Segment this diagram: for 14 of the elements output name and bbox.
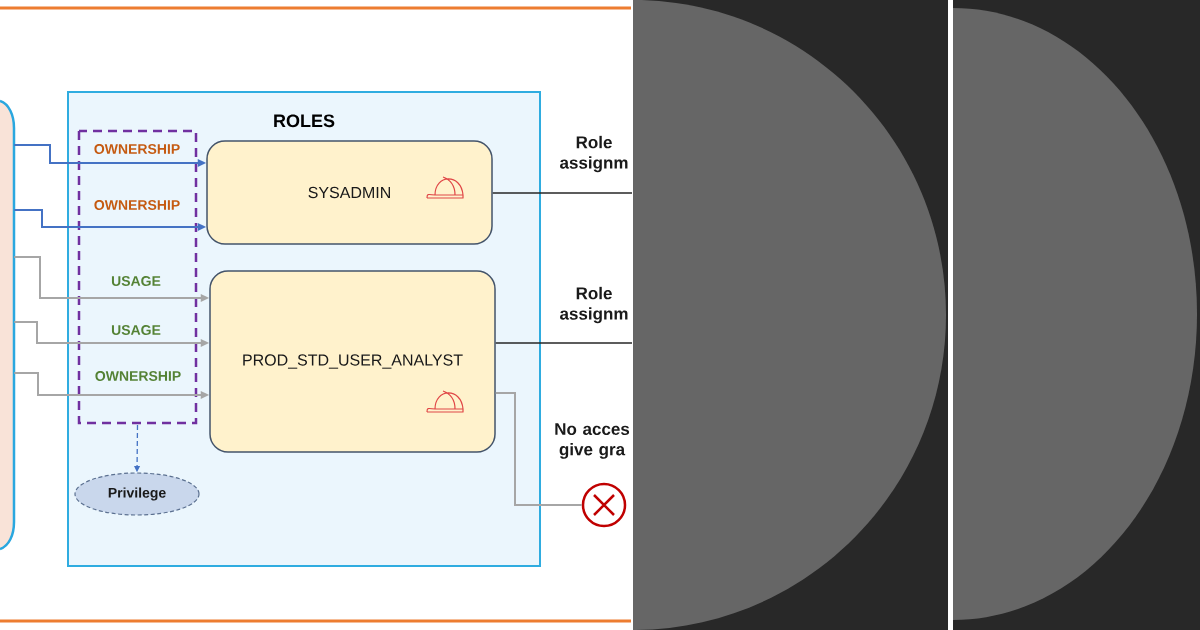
- edge-label: OWNERSHIP: [93, 370, 183, 382]
- edge-label: Role assignm: [556, 134, 632, 174]
- note-text: No acces give gra: [555, 423, 630, 459]
- edge-label: USAGE: [110, 275, 162, 287]
- edge-label: OWNERSHIP: [92, 199, 182, 211]
- connector-line: [494, 392, 583, 506]
- rounded-box: [0, 99, 16, 551]
- edge-label: OWNERSHIP: [92, 143, 182, 155]
- connector-line: [495, 342, 633, 344]
- connector-line: [492, 192, 633, 194]
- rounded-box: SYSADMIN: [206, 140, 493, 245]
- rounded-box: PROD_STD_USER_ANALYST: [209, 270, 496, 453]
- edge-label: Role assignm: [556, 285, 632, 325]
- edge-label: USAGE: [110, 324, 162, 336]
